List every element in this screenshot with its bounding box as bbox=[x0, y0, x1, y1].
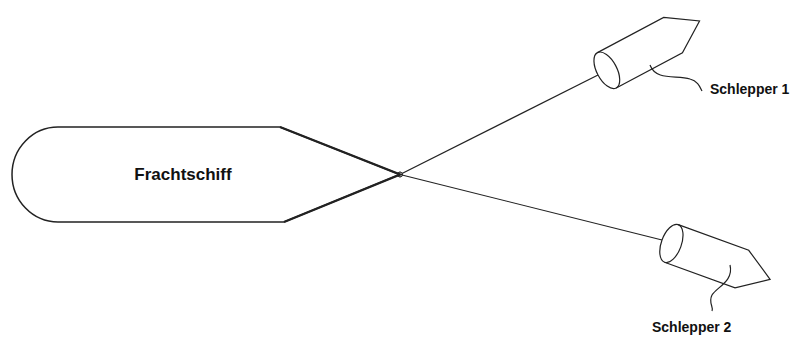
tug-label: Schlepper 1 bbox=[710, 81, 789, 97]
ship-name: Frachtschiff bbox=[134, 165, 231, 185]
tow-rope bbox=[400, 75, 598, 175]
tug-label: Schlepper 2 bbox=[652, 319, 731, 335]
tugboat: Schlepper 2 bbox=[662, 215, 787, 295]
tugboat-outline bbox=[598, 5, 718, 105]
tugboat-outline bbox=[662, 215, 787, 295]
cargo-ship: Frachtschiff bbox=[8, 127, 400, 222]
tow-rope bbox=[400, 175, 662, 241]
tugboat: Schlepper 1 bbox=[598, 5, 718, 105]
